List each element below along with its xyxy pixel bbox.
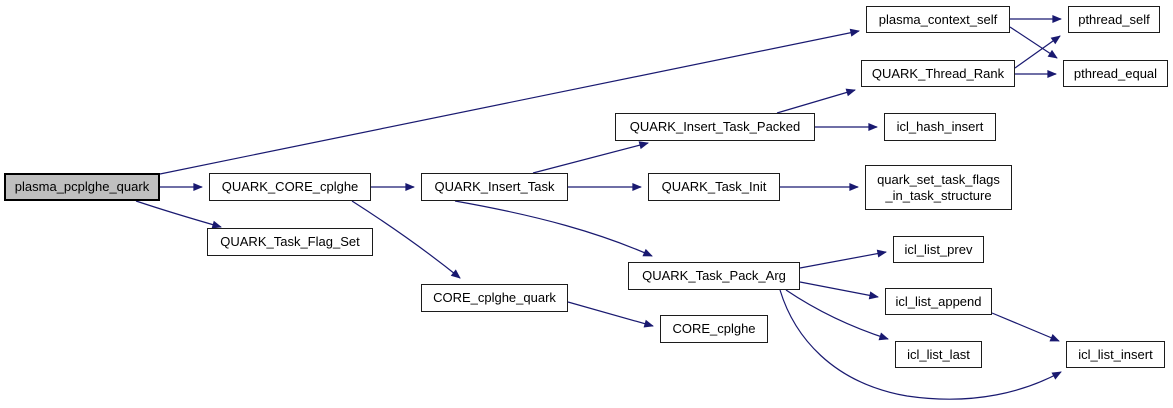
node-CORE_cplghe[interactable]: CORE_cplghe bbox=[660, 315, 768, 343]
edge-CORE_cplghe_quark-to-CORE_cplghe bbox=[567, 301, 654, 328]
node-plasma_context_self[interactable]: plasma_context_self bbox=[866, 6, 1010, 33]
node-pthread_self[interactable]: pthread_self bbox=[1068, 6, 1160, 33]
edge-QUARK_Task_Pack_Arg-to-icl_list_last bbox=[785, 289, 889, 341]
node-quark_set_task_flags_in_task_structure[interactable]: quark_set_task_flags _in_task_structure bbox=[865, 165, 1012, 210]
edge-QUARK_Task_Pack_Arg-to-icl_list_prev bbox=[799, 249, 887, 269]
node-icl_list_append[interactable]: icl_list_append bbox=[885, 288, 992, 315]
node-QUARK_Thread_Rank[interactable]: QUARK_Thread_Rank bbox=[861, 60, 1015, 87]
node-QUARK_CORE_cplghe[interactable]: QUARK_CORE_cplghe bbox=[209, 173, 371, 201]
node-icl_list_insert[interactable]: icl_list_insert bbox=[1066, 341, 1165, 368]
edge-QUARK_Insert_Task-to-QUARK_Insert_Task_Packed bbox=[532, 141, 649, 174]
node-QUARK_Insert_Task[interactable]: QUARK_Insert_Task bbox=[421, 173, 568, 201]
edge-plasma_context_self-to-pthread_equal bbox=[1009, 26, 1058, 59]
node-CORE_cplghe_quark[interactable]: CORE_cplghe_quark bbox=[421, 284, 568, 312]
node-icl_list_prev[interactable]: icl_list_prev bbox=[893, 236, 984, 263]
node-QUARK_Insert_Task_Packed[interactable]: QUARK_Insert_Task_Packed bbox=[615, 113, 815, 141]
edge-QUARK_Task_Pack_Arg-to-icl_list_insert bbox=[779, 289, 1062, 400]
edge-QUARK_Task_Pack_Arg-to-icl_list_append bbox=[799, 281, 879, 300]
edge-QUARK_Insert_Task_Packed-to-QUARK_Thread_Rank bbox=[776, 88, 856, 114]
node-icl_list_last[interactable]: icl_list_last bbox=[895, 341, 982, 368]
node-QUARK_Task_Pack_Arg[interactable]: QUARK_Task_Pack_Arg bbox=[628, 262, 800, 290]
edge-QUARK_Thread_Rank-to-pthread_self bbox=[1014, 35, 1061, 69]
node-icl_hash_insert[interactable]: icl_hash_insert bbox=[884, 113, 996, 141]
edge-group bbox=[135, 14, 1062, 400]
node-QUARK_Task_Init[interactable]: QUARK_Task_Init bbox=[648, 173, 780, 201]
node-QUARK_Task_Flag_Set[interactable]: QUARK_Task_Flag_Set bbox=[207, 228, 373, 256]
edge-QUARK_Insert_Task-to-QUARK_Task_Pack_Arg bbox=[454, 200, 653, 257]
node-pthread_equal[interactable]: pthread_equal bbox=[1063, 60, 1168, 87]
node-plasma_pcplghe_quark: plasma_pcplghe_quark bbox=[4, 173, 160, 201]
edge-plasma_pcplghe_quark-to-QUARK_Task_Flag_Set bbox=[135, 200, 222, 229]
edge-plasma_pcplghe_quark-to-plasma_context_self bbox=[159, 28, 860, 175]
edge-QUARK_CORE_cplghe-to-CORE_cplghe_quark bbox=[351, 200, 461, 279]
edge-icl_list_append-to-icl_list_insert bbox=[991, 312, 1060, 342]
